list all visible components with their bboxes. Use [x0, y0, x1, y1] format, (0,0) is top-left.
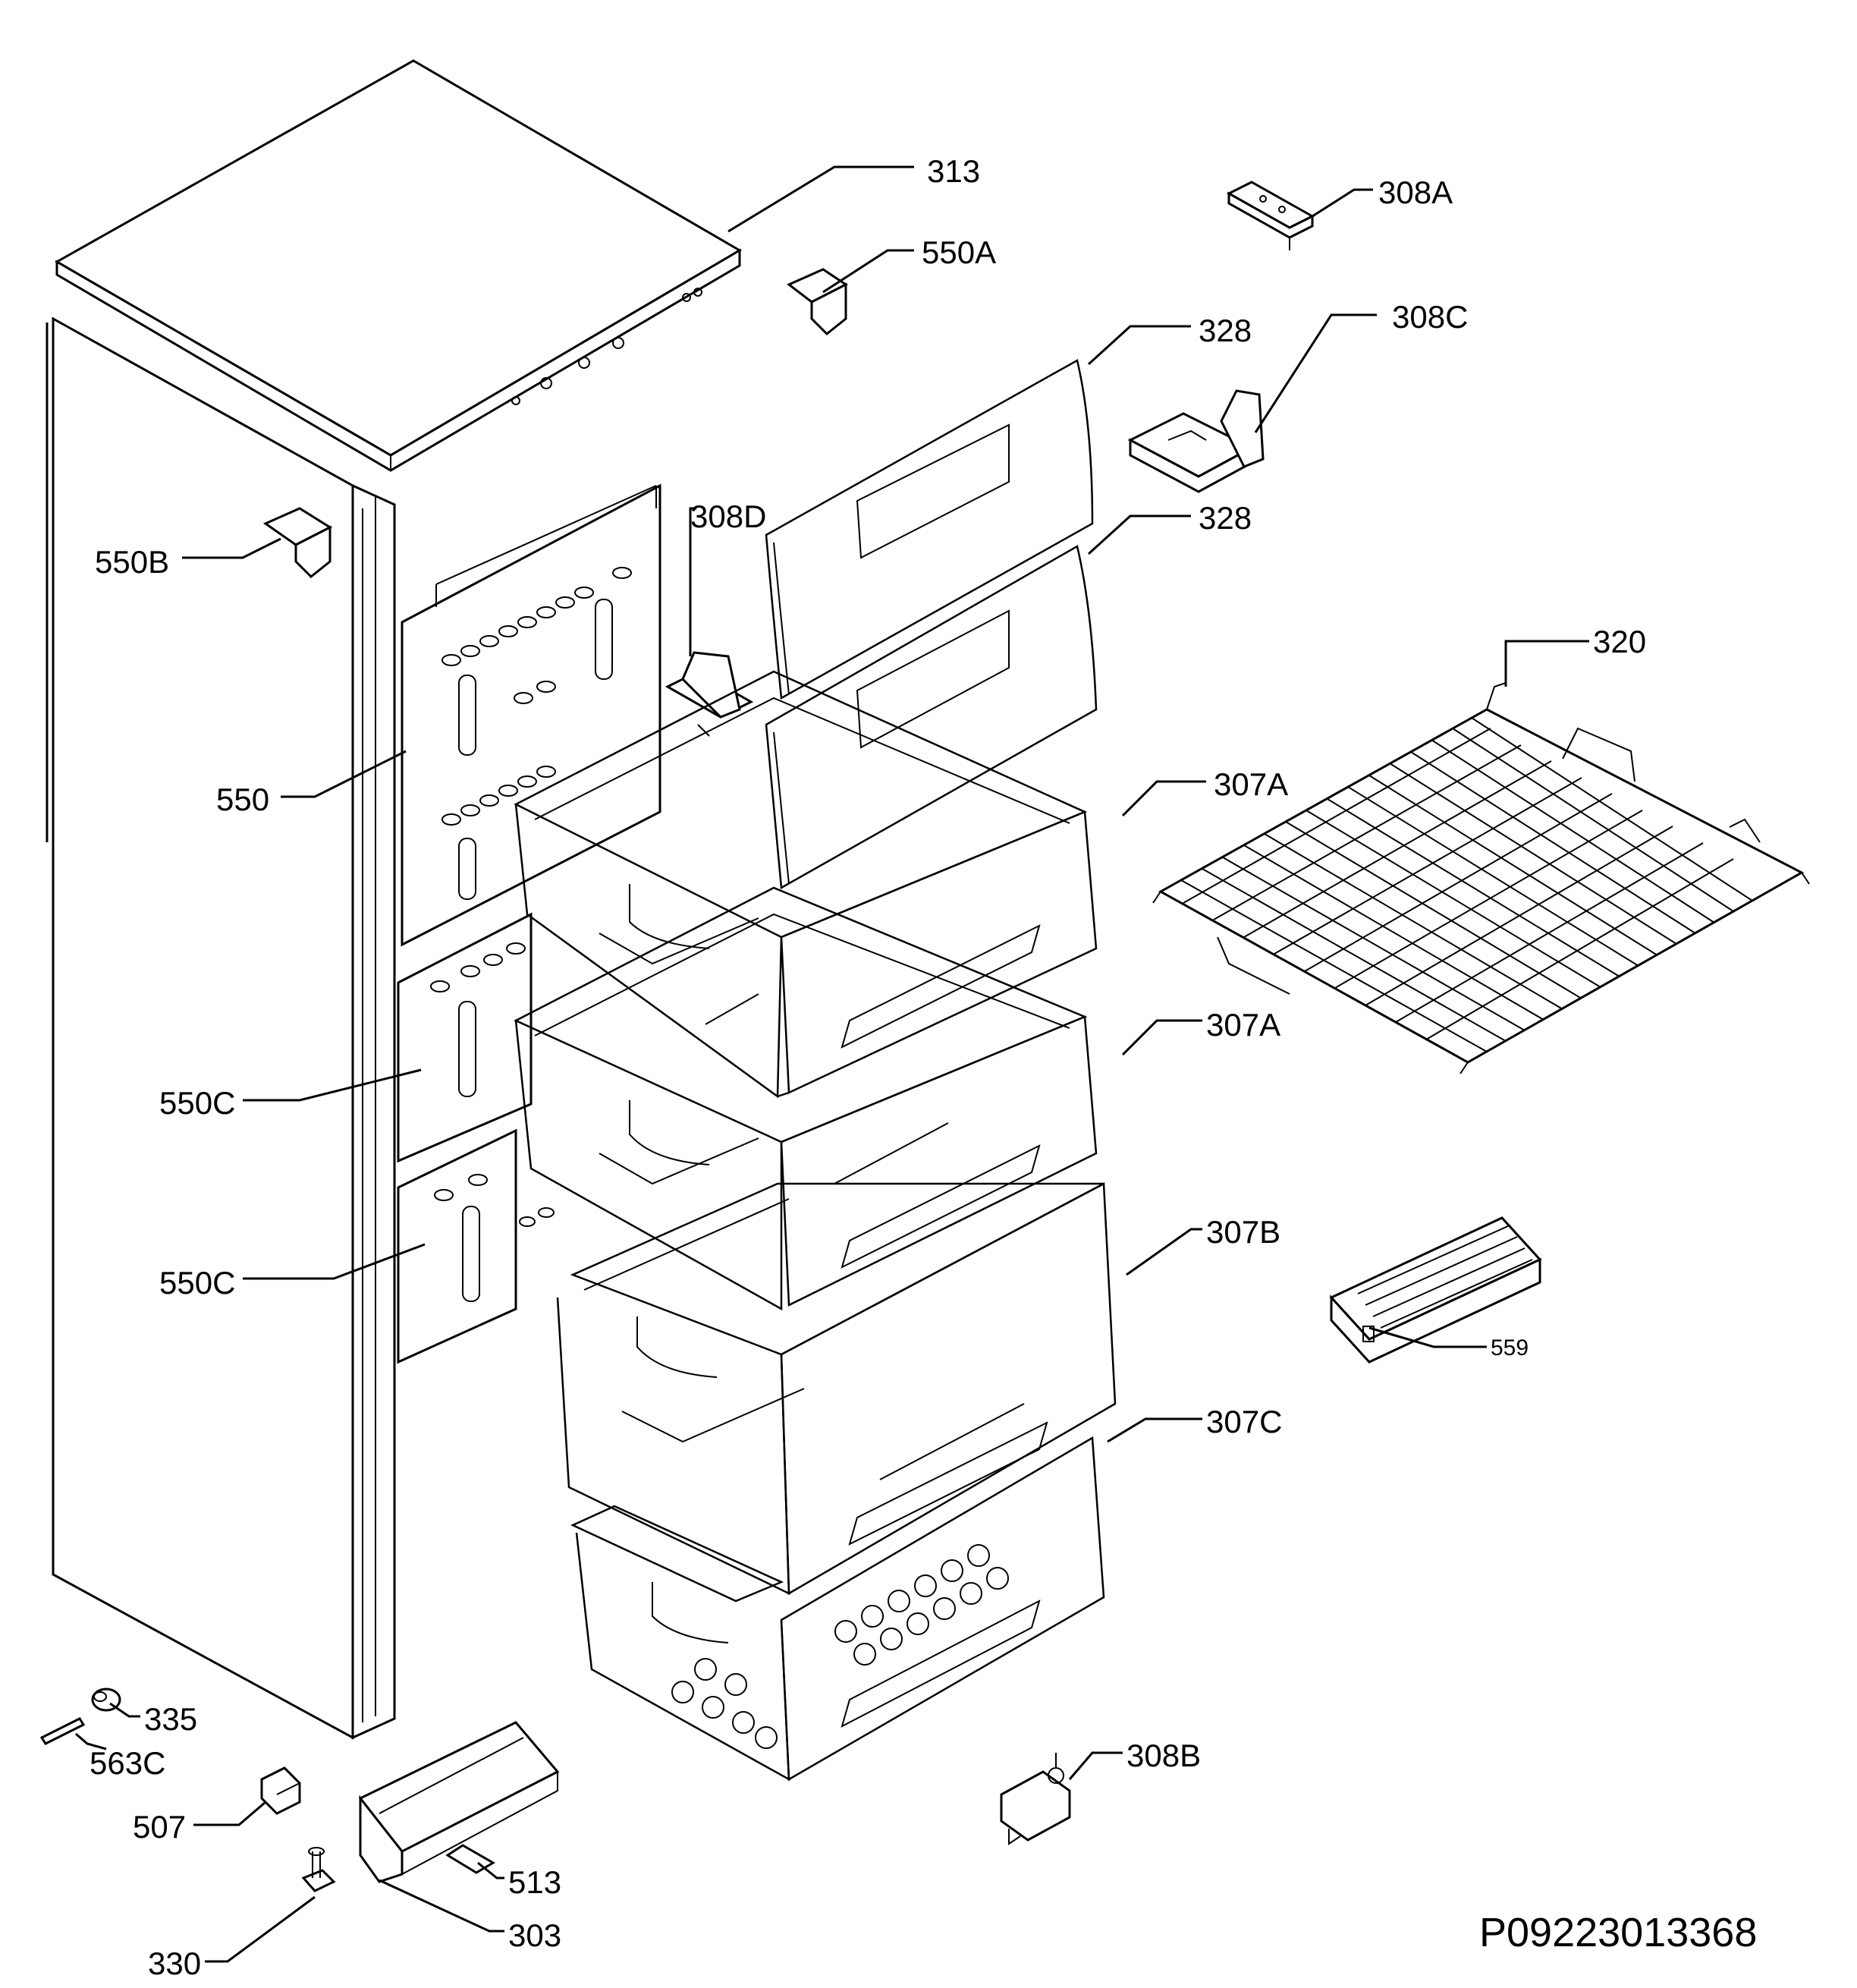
- flap-328-lower: [765, 545, 1098, 890]
- label-308B: 308B: [1126, 1738, 1201, 1773]
- leader-lines: [75, 165, 1589, 1963]
- part-labels: 313 550A 308A 328 308C 328 550B 308D 320…: [90, 153, 1646, 1981]
- label-550: 550: [216, 782, 269, 817]
- label-307A-upper: 307A: [1214, 766, 1288, 802]
- label-308D: 308D: [690, 499, 766, 534]
- bracket-507: [260, 1766, 301, 1815]
- drawing-code: P09223013368: [1479, 1910, 1757, 1955]
- hinge-308A: [1226, 181, 1315, 250]
- label-550A: 550A: [922, 234, 996, 270]
- label-320: 320: [1593, 624, 1646, 659]
- label-328-upper: 328: [1199, 313, 1252, 348]
- label-307C: 307C: [1206, 1404, 1282, 1439]
- bracket-550A: [787, 268, 848, 336]
- label-550C-lower: 550C: [159, 1265, 235, 1301]
- hinge-308D: [665, 651, 754, 737]
- bracket-550B: [262, 507, 333, 579]
- liner-panel-550C-lower: [397, 1128, 555, 1364]
- liner-panel-550: [401, 483, 661, 947]
- hinge-308C: [1127, 389, 1265, 493]
- cabinet-body: [46, 316, 396, 1740]
- flap-328-upper: [765, 359, 1094, 700]
- wire-shelf: [1152, 682, 1810, 1074]
- pin-563C: [39, 1717, 86, 1745]
- label-559: 559: [1491, 1335, 1529, 1360]
- label-308C: 308C: [1392, 299, 1468, 335]
- label-550B: 550B: [95, 544, 169, 580]
- plinth-303: [358, 1721, 560, 1883]
- drawer-307B: [556, 1181, 1117, 1596]
- drawer-307A-upper: [514, 670, 1098, 1099]
- hinge-308B: [1000, 1753, 1071, 1845]
- label-330: 330: [148, 1946, 201, 1981]
- drawer-307C: [570, 1436, 1105, 1782]
- label-513: 513: [508, 1864, 561, 1900]
- label-335: 335: [144, 1701, 197, 1737]
- label-307B: 307B: [1206, 1214, 1280, 1250]
- liner-panel-550C-upper: [397, 912, 533, 1163]
- label-308A: 308A: [1378, 175, 1453, 210]
- label-313: 313: [927, 153, 980, 189]
- top-cover: [54, 59, 742, 472]
- label-328-lower: 328: [1199, 500, 1252, 536]
- label-307A-lower: 307A: [1206, 1007, 1280, 1043]
- label-303: 303: [508, 1917, 561, 1953]
- ice-tray: [1329, 1216, 1542, 1364]
- label-550C-upper: 550C: [159, 1085, 235, 1121]
- label-507: 507: [133, 1809, 186, 1845]
- foot-330: [301, 1847, 336, 1892]
- label-563C: 563C: [90, 1745, 165, 1781]
- drawer-307A-lower: [514, 886, 1098, 1311]
